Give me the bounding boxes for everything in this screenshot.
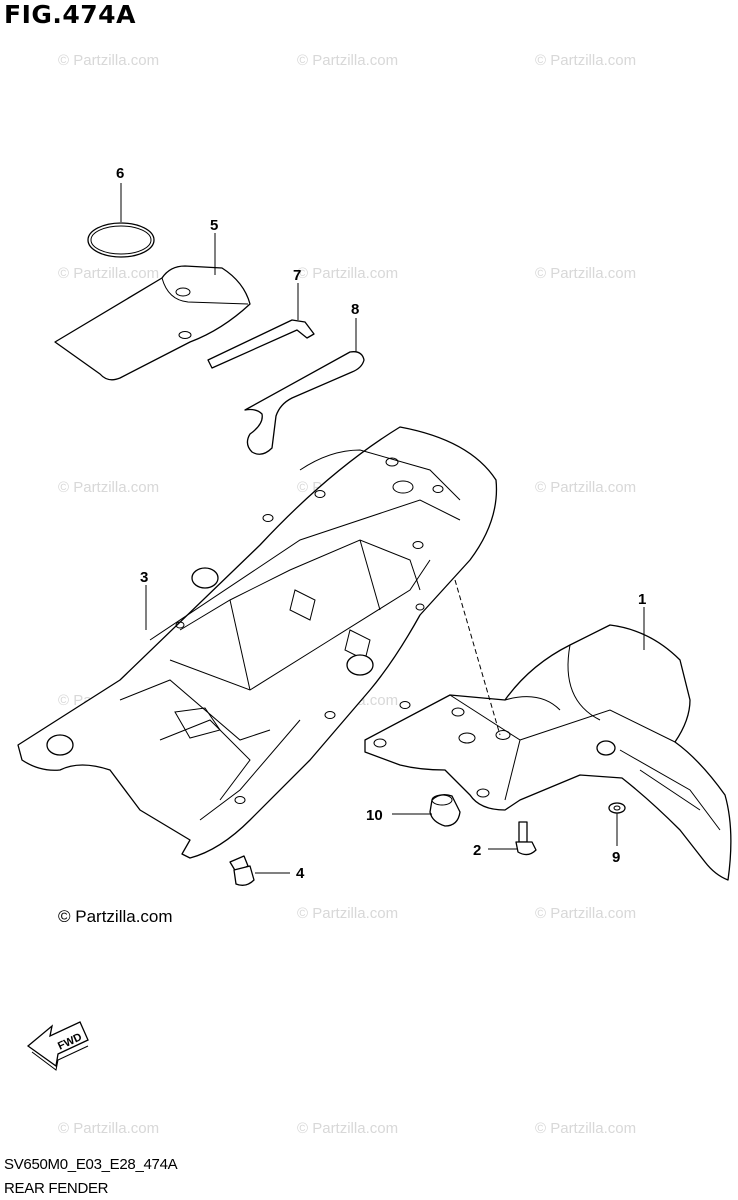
forward-direction-arrow: FWD bbox=[26, 1021, 89, 1071]
callout-labels: 6 5 7 8 3 1 10 2 4 9 bbox=[116, 165, 646, 882]
watermark: © Partzilla.com bbox=[58, 265, 159, 282]
callout-6[interactable]: 6 bbox=[116, 165, 124, 182]
watermark: © Partzilla.com bbox=[297, 1120, 398, 1137]
figure-title: FIG.474A bbox=[4, 0, 136, 29]
figure-code: SV650M0_E03_E28_474A bbox=[4, 1156, 178, 1173]
mounting-dashed-line bbox=[454, 579, 501, 736]
watermark: © Partzilla.com bbox=[297, 265, 398, 282]
watermark: © Partzilla.com bbox=[535, 265, 636, 282]
part-2-bolt[interactable] bbox=[515, 821, 537, 856]
part-10-cushion[interactable] bbox=[429, 794, 461, 827]
watermark-main: © Partzilla.com bbox=[58, 907, 173, 926]
watermark: © Partzilla.com bbox=[535, 1120, 636, 1137]
part-5-tool-bag[interactable] bbox=[54, 265, 251, 381]
watermark: © Partzilla.com bbox=[535, 52, 636, 69]
callout-4[interactable]: 4 bbox=[296, 865, 305, 882]
part-8-spanner[interactable] bbox=[244, 351, 365, 455]
callout-2[interactable]: 2 bbox=[473, 842, 481, 859]
watermark: © Partzilla.com bbox=[535, 479, 636, 496]
callout-5[interactable]: 5 bbox=[210, 217, 218, 234]
part-4-bolt[interactable] bbox=[229, 855, 255, 886]
callout-10[interactable]: 10 bbox=[366, 807, 383, 824]
callout-1[interactable]: 1 bbox=[638, 591, 646, 608]
part-3-rear-frame[interactable] bbox=[17, 426, 498, 859]
callout-7[interactable]: 7 bbox=[293, 267, 301, 284]
leader-lines bbox=[120, 183, 645, 874]
part-6-o-ring[interactable] bbox=[87, 222, 155, 258]
watermark: © Partzilla.com bbox=[535, 905, 636, 922]
watermark: © Partzilla.com bbox=[297, 52, 398, 69]
figure-name: REAR FENDER bbox=[4, 1180, 109, 1197]
watermark: © Partzilla.com bbox=[58, 52, 159, 69]
watermark: © Partzilla.com bbox=[297, 905, 398, 922]
callout-8[interactable]: 8 bbox=[351, 301, 359, 318]
part-7-hex-wrench[interactable] bbox=[207, 319, 315, 369]
part-9-washer[interactable] bbox=[608, 802, 626, 814]
watermark: © Partzilla.com bbox=[58, 479, 159, 496]
watermark: © Partzilla.com bbox=[58, 1120, 159, 1137]
part-1-rear-fender[interactable] bbox=[364, 624, 732, 881]
callout-3[interactable]: 3 bbox=[140, 569, 148, 586]
callout-9[interactable]: 9 bbox=[612, 849, 620, 866]
